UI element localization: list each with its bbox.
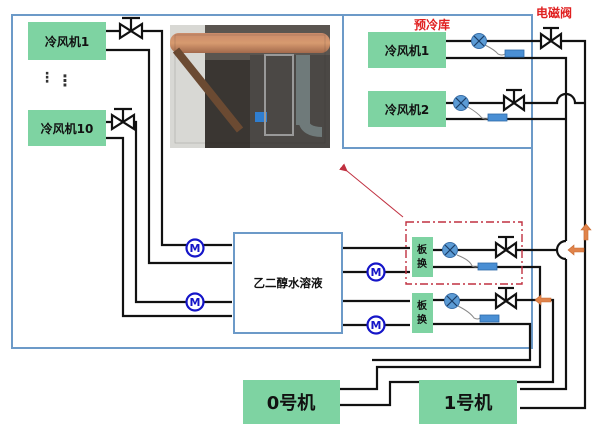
- pump-left-1[interactable]: M: [185, 238, 205, 258]
- flow-arrow-left-1: [567, 244, 585, 256]
- svg-text:板: 板: [417, 299, 428, 312]
- site-photo: [170, 25, 330, 148]
- pipe-precool-fan1-return: [432, 56, 568, 232]
- precool-room-title: 预冷库: [414, 17, 450, 32]
- pipe-precool-fan2-supply: [432, 92, 585, 105]
- main-system-frame: [11, 14, 533, 349]
- solenoid-valve-hx1[interactable]: [494, 235, 518, 260]
- expansion-valve-hx1[interactable]: [442, 242, 498, 271]
- fan-unit-1[interactable]: 冷风机1: [28, 22, 106, 60]
- fan-unit-1-label: 冷风机1: [45, 34, 89, 49]
- plate-heat-exchanger-1[interactable]: 板 换: [412, 237, 433, 277]
- flow-arrow-left-2: [534, 294, 552, 306]
- solenoid-valve-label: 电磁阀: [536, 5, 572, 20]
- precool-fan-unit-2-label: 冷风机2: [385, 102, 429, 117]
- solenoid-valve-precool-1[interactable]: [539, 26, 563, 51]
- compressor-1-label: 1号机: [444, 393, 493, 414]
- pump-right-2[interactable]: M: [366, 315, 386, 335]
- svg-text:换: 换: [417, 313, 428, 326]
- pipe-fan10-supply: [106, 120, 232, 304]
- flow-arrow-up: [580, 223, 592, 241]
- solenoid-valve-hx2[interactable]: [494, 286, 518, 311]
- highlight-box: [405, 221, 523, 285]
- svg-text:M: M: [371, 266, 382, 279]
- svg-text:板: 板: [417, 243, 428, 256]
- pointer-arrow: [339, 163, 404, 218]
- pump-right-1[interactable]: M: [366, 262, 386, 282]
- fan-unit-10-label: 冷风机10: [41, 121, 94, 136]
- pipe-hx2-suction: [372, 322, 532, 362]
- svg-text:M: M: [190, 296, 201, 309]
- pipe-hx1-liquid: [432, 239, 567, 261]
- precool-fan-unit-1[interactable]: 冷风机1: [368, 32, 446, 68]
- pipe-precool-fan1-supply: [432, 39, 587, 410]
- solenoid-valve-fan1[interactable]: [118, 16, 144, 41]
- precool-fan-unit-1-label: 冷风机1: [385, 43, 429, 58]
- precool-room-frame: [342, 14, 533, 149]
- expansion-valve-precool-2[interactable]: [453, 95, 508, 122]
- ellipsis-2: ⋮: [57, 71, 73, 90]
- ellipsis-1: ⋮: [40, 70, 54, 86]
- solenoid-valve-fan10[interactable]: [110, 107, 136, 132]
- glycol-tank-label: 乙二醇水溶液: [254, 276, 323, 290]
- compressor-0[interactable]: 0号机: [243, 380, 340, 424]
- pipe-fan1-return: [106, 48, 232, 265]
- solenoid-valve-precool-2[interactable]: [502, 88, 526, 113]
- pipe-fan10-return: [106, 136, 232, 318]
- precool-fan-unit-2[interactable]: 冷风机2: [368, 91, 446, 127]
- svg-text:M: M: [190, 242, 201, 255]
- compressor-0-label: 0号机: [267, 393, 316, 414]
- pipe-hx1-bypass: [520, 232, 568, 391]
- svg-text:换: 换: [417, 257, 428, 270]
- expansion-valve-hx2[interactable]: [444, 293, 500, 323]
- glycol-tank: 乙二醇水溶液: [233, 232, 343, 334]
- pump-left-2[interactable]: M: [185, 292, 205, 312]
- expansion-valve-precool-1[interactable]: [471, 33, 525, 58]
- fan-unit-10[interactable]: 冷风机10: [28, 110, 106, 146]
- compressor-1[interactable]: 1号机: [419, 380, 517, 424]
- svg-text:M: M: [371, 319, 382, 332]
- plate-heat-exchanger-2[interactable]: 板 换: [412, 293, 433, 333]
